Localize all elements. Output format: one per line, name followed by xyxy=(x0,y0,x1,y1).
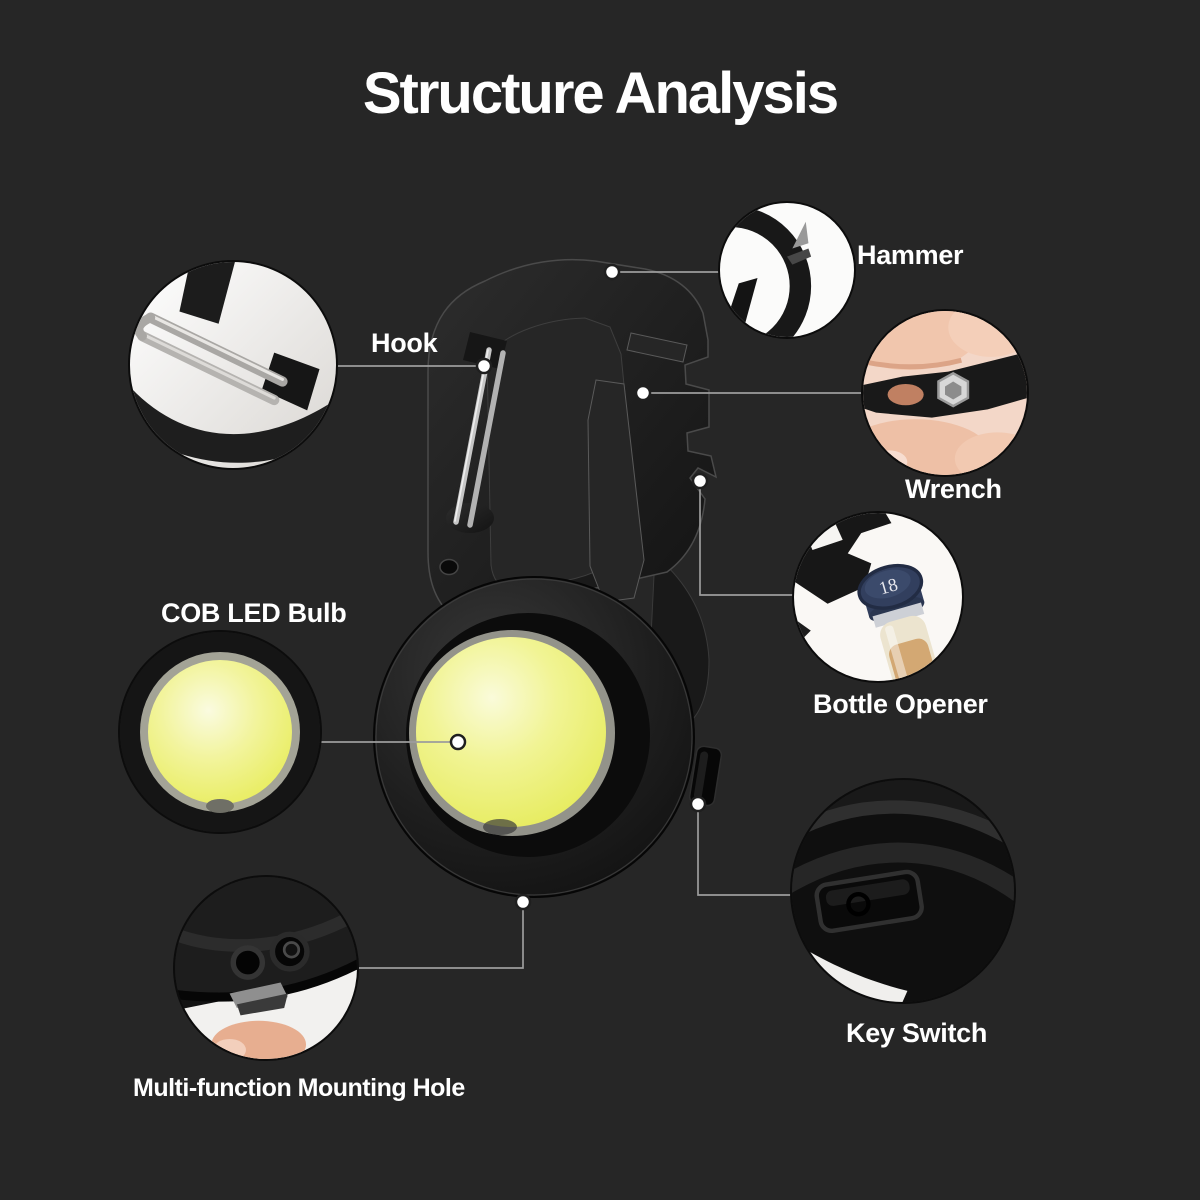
anchor-dot-bottle-opener xyxy=(691,472,709,490)
gate-wire xyxy=(467,350,506,528)
gate-wire-highlight xyxy=(454,349,489,522)
cob-led xyxy=(416,637,606,827)
side-switch xyxy=(688,745,723,807)
mounting-hole-label: Multi-function Mounting Hole xyxy=(133,1074,465,1102)
anchor-dot-mounting-hole xyxy=(514,893,532,911)
leader-line-key-switch xyxy=(697,804,792,896)
hammer-label: Hammer xyxy=(857,240,964,270)
page-title: Structure Analysis xyxy=(362,61,839,126)
lamp-notch xyxy=(483,819,517,835)
anchor-dot-wrench xyxy=(634,384,652,402)
cob-led-photo xyxy=(120,632,320,832)
anchor-dot-hammer xyxy=(603,263,621,281)
gate-wire xyxy=(453,347,492,525)
keychain-hole xyxy=(439,558,459,576)
cob-led-label: COB LED Bulb xyxy=(161,598,347,628)
anchor-dot-key-switch xyxy=(689,795,707,813)
lamp-rim-highlight xyxy=(375,578,693,896)
leader-line-bottle-opener xyxy=(699,481,794,596)
gate-top-lug xyxy=(463,332,507,369)
key-switch-photo xyxy=(792,780,1014,1002)
hammer-photo xyxy=(720,203,854,337)
wrench-photo xyxy=(863,311,1027,475)
tool-slot-long xyxy=(587,379,645,603)
anchor-dot-hook xyxy=(475,357,493,375)
bottle-opener-photo: 18 xyxy=(794,513,962,681)
wrench-label: Wrench xyxy=(905,474,1002,504)
bottle-cap-text: 18 xyxy=(877,574,900,598)
hook-label: Hook xyxy=(371,328,438,358)
leader-line-mounting-hole xyxy=(357,902,524,969)
mounting-hole-photo xyxy=(175,877,357,1059)
hook-photo xyxy=(130,262,336,468)
tool-slot-top xyxy=(626,332,688,363)
key-switch-label: Key Switch xyxy=(846,1018,988,1048)
anchor-dot-cob-led xyxy=(449,733,467,751)
bottle-opener-label: Bottle Opener xyxy=(813,689,988,719)
